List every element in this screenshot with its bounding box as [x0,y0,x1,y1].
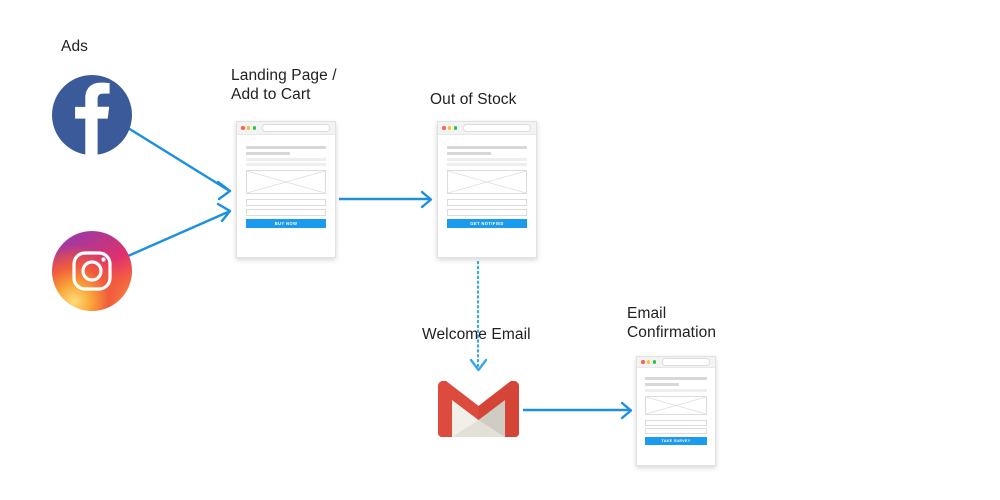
connector-landing-to-out-of-stock [339,190,433,209]
buy-now-button[interactable]: BUY NOW [246,218,326,229]
url-bar[interactable] [463,123,531,133]
subheading-bar [447,151,491,156]
subheading-bar [645,382,680,387]
page-content: GET NOTIFIED [438,135,536,229]
form-field[interactable] [645,419,707,426]
window-minimize-dot[interactable] [246,126,251,130]
connector-instagram-to-landing [127,202,232,258]
browser-window-landing-page[interactable]: BUY NOW [236,121,336,258]
heading-bar [645,377,707,381]
page-content: BUY NOW [237,135,335,229]
connector-gmail-to-confirmation [523,401,633,420]
take-survey-button[interactable]: TAKE SURVEY [645,436,707,445]
image-placeholder [246,169,326,194]
browser-window-out-of-stock[interactable]: GET NOTIFIED [437,121,537,258]
window-maximize-dot[interactable] [252,126,257,130]
image-placeholder [645,395,707,415]
text-line [447,163,527,166]
facebook-icon[interactable] [52,75,132,155]
instagram-icon[interactable] [52,231,132,311]
browser-chrome-bar [237,122,335,135]
form-field[interactable] [645,428,707,435]
window-close-dot[interactable] [641,360,645,364]
window-maximize-dot[interactable] [453,126,458,130]
connector-facebook-to-landing [127,126,232,201]
instagram-camera-glyph [72,251,112,291]
form-field[interactable] [246,198,326,207]
label-welcome-email: Welcome Email [422,326,531,343]
text-line [645,388,707,392]
image-placeholder [447,169,527,194]
browser-chrome-bar [637,357,715,368]
browser-chrome-bar [438,122,536,135]
window-minimize-dot[interactable] [646,360,651,364]
get-notified-button[interactable]: GET NOTIFIED [447,218,527,229]
subheading-bar [246,151,290,156]
form-field[interactable] [246,208,326,217]
form-field[interactable] [447,198,527,207]
form-field[interactable] [447,208,527,217]
window-maximize-dot[interactable] [652,360,657,364]
heading-bar [447,146,527,150]
label-out-of-stock: Out of Stock [430,91,517,108]
window-close-dot[interactable] [241,126,245,130]
browser-window-email-confirmation[interactable]: TAKE SURVEY [636,356,716,466]
text-line [447,157,527,161]
facebook-f-glyph [75,82,110,155]
text-line [246,157,326,161]
connector-out-of-stock-to-gmail [469,260,488,372]
label-landing-page: Landing Page / Add to Cart [231,67,337,103]
gmail-icon[interactable] [435,378,522,440]
text-line [246,163,326,166]
heading-bar [246,146,326,150]
window-close-dot[interactable] [442,126,446,130]
label-ads: Ads [61,38,89,55]
url-bar[interactable] [662,357,710,367]
label-email-confirmation: Email Confirmation [627,305,717,341]
page-content: TAKE SURVEY [637,368,715,445]
window-minimize-dot[interactable] [447,126,452,130]
url-bar[interactable] [262,123,330,133]
